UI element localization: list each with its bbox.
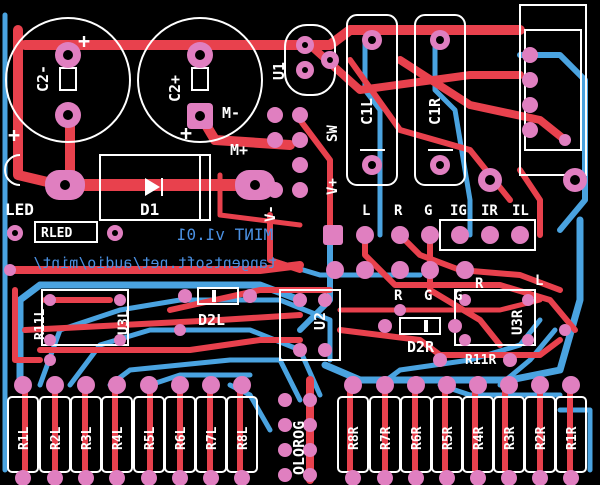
label-rled: RLED (41, 226, 72, 241)
label-r5l: R5L (143, 426, 158, 450)
label-c2-plus-sign: + (78, 29, 90, 53)
label-c2-plus: C2+ (166, 75, 184, 102)
c2-plus-outline (137, 17, 263, 143)
label-g-2: G (424, 288, 432, 304)
label-u3l: U3L (116, 310, 132, 335)
label-r3l: R3L (80, 426, 95, 450)
u3r-outline (454, 289, 536, 346)
board-url: tangentsoft.net/audio/mint/ (33, 254, 277, 272)
label-il: IL (512, 203, 529, 219)
label-u3r: U3R (510, 309, 526, 335)
label-r1l: R1L (17, 426, 32, 450)
d2l-outline (197, 287, 239, 305)
label-g-3: G (454, 288, 462, 304)
d2r-outline (399, 317, 441, 335)
u2-outline (279, 289, 341, 361)
connector-outline (519, 4, 587, 176)
pads (4, 30, 587, 485)
label-r6r: R6R (410, 426, 425, 450)
label-olorog: OLOROG (290, 421, 308, 475)
label-v-plus: V+ (325, 178, 341, 195)
label-r5r: R5R (441, 426, 456, 450)
label-c1r: C1R (426, 97, 444, 125)
u3l-outline (41, 289, 129, 346)
label-v-minus: V- (263, 205, 279, 222)
label-r8r: R8R (347, 426, 362, 450)
label-r7r: R7R (379, 426, 394, 450)
label-ir: IR (481, 203, 498, 219)
label-r: R (394, 203, 403, 219)
label-ig: IG (450, 203, 467, 219)
board-title: MINT v1.01 (177, 225, 273, 244)
label-l: L (362, 203, 370, 219)
rled-outline (34, 221, 98, 243)
label-sw: SW (325, 125, 341, 142)
label-r4l: R4L (111, 426, 126, 450)
label-led: LED (5, 200, 34, 219)
label-r2l: R2L (49, 426, 64, 450)
label-d2l: D2L (198, 311, 225, 329)
c2-minus-outline (5, 17, 131, 143)
label-c1l: C1L (358, 98, 376, 125)
label-m-plus: M+ (230, 141, 248, 159)
label-r-2: R (394, 288, 403, 304)
c1r-outline (414, 14, 466, 186)
label-u1: U1 (270, 62, 288, 80)
label-c2-plus-sign-2: + (180, 121, 192, 145)
label-r4r: R4R (472, 426, 487, 450)
c1l-outline (346, 14, 398, 186)
label-l-2: L (535, 273, 543, 289)
label-r8l: R8L (236, 426, 251, 450)
label-led-plus: + (8, 123, 20, 147)
label-m-minus: M- (222, 104, 240, 122)
input-header-outline (439, 219, 536, 251)
label-u2: U2 (311, 312, 329, 330)
label-r11r: R11R (465, 353, 496, 368)
label-d2r: D2R (407, 338, 435, 356)
label-d1: D1 (140, 200, 159, 219)
label-r11l: R11L (33, 309, 48, 340)
led-outline (4, 154, 21, 186)
label-r-3: R (475, 276, 484, 292)
top-silk-labels: C2- C2+ + + + M- M+ U1 SW V+ V- C1L C1R … (5, 29, 580, 475)
label-r3r: R3R (503, 426, 518, 450)
label-r1r: R1R (565, 426, 580, 450)
label-c2-minus: C2- (34, 65, 52, 92)
d1-outline (99, 154, 211, 221)
label-r6l: R6L (174, 426, 189, 450)
label-r7l: R7L (205, 426, 220, 450)
label-r2r: R2R (534, 426, 549, 450)
bottom-silk-labels: MINT v1.01 tangentsoft.net/audio/mint/ (33, 225, 277, 272)
label-g: G (424, 203, 432, 219)
